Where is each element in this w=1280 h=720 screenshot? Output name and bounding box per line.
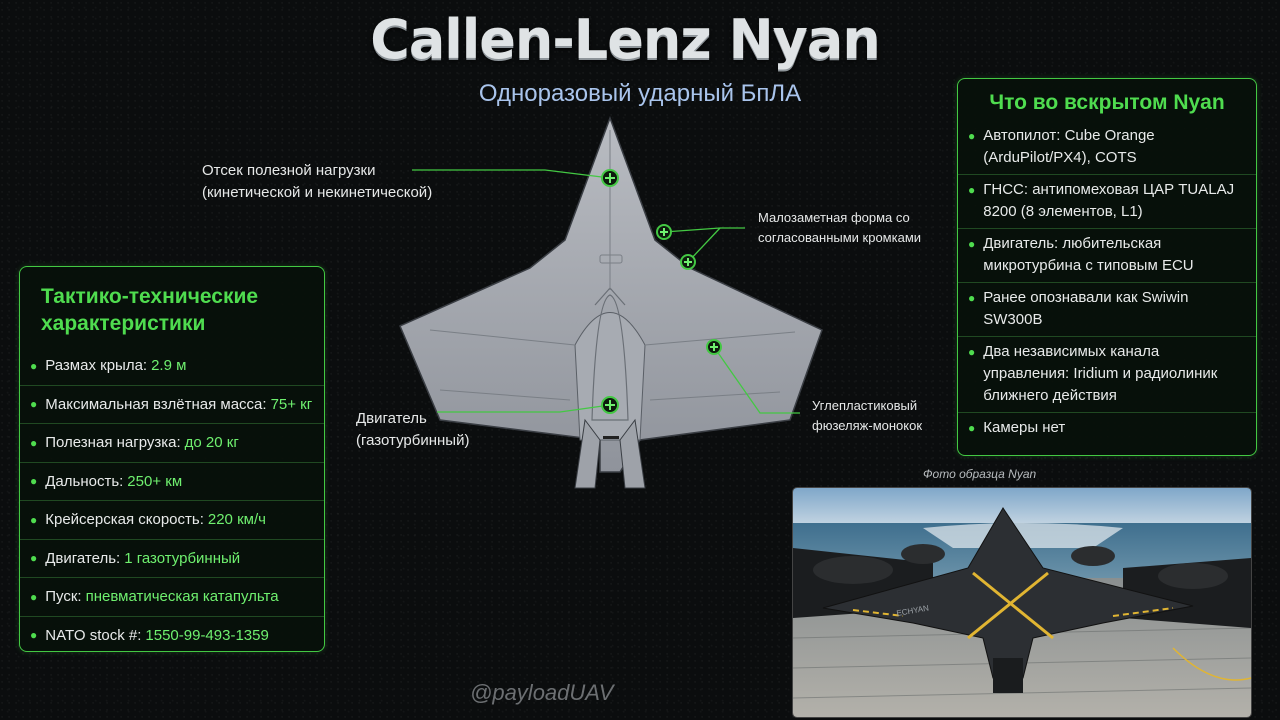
spec-item: ● Размах крыла:2.9 м — [20, 347, 324, 385]
leader-line-stealth — [663, 227, 745, 233]
spec-label: Дальность: — [45, 472, 124, 490]
specs-title: Тактико-технические характеристики — [41, 285, 259, 335]
teardown-list: ● Автопилот: Cube Orange (ArduPilot/PX4),… — [958, 121, 1256, 444]
spec-item: ● Крейсерская скорость:220 км/ч — [20, 500, 324, 539]
callout-fuselage: Углепластиковый фюзеляж-монокок — [812, 398, 923, 433]
bullet-icon: ● — [968, 237, 976, 251]
bullet-icon: ● — [30, 589, 38, 604]
bullet-icon: ● — [968, 183, 976, 197]
bullet-icon: ● — [30, 397, 38, 412]
leader-line-fuselage — [713, 346, 800, 414]
bullet-icon: ● — [30, 474, 38, 489]
spec-label: Пуск: — [45, 588, 82, 606]
spec-value: 250+ км — [127, 472, 183, 490]
bullet-icon: ● — [30, 435, 38, 450]
drone-tail-fin-left — [574, 418, 601, 489]
spec-value: 1 газотурбинный — [124, 549, 241, 567]
spec-value: до 20 кг — [184, 434, 239, 452]
spec-label: Полезная нагрузка: — [45, 434, 181, 452]
bullet-icon: ● — [968, 421, 976, 435]
marker-engine — [601, 396, 619, 414]
spec-item: ● Дальность:250+ км — [20, 461, 324, 501]
page-title: Callen-Lenz Nyan — [370, 8, 881, 71]
specs-panel: Тактико-технические характеристики ● Разм… — [19, 266, 325, 652]
spec-value: 2.9 м — [151, 357, 187, 375]
specs-list: ● Размах крыла:2.9 м ● Максимальная взлётн… — [20, 347, 324, 654]
spec-item: ● Двигатель:1 газотурбинный — [20, 538, 324, 578]
spec-label: Размах крыла: — [45, 357, 148, 375]
drone-tail-fin-right — [619, 418, 646, 489]
spec-label: Максимальная взлётная масса: — [45, 395, 267, 413]
watermark: @payloadUAV — [470, 680, 614, 705]
teardown-text: ГНСС: антипомеховая ЦАР TUALAJ 8200 (8 э… — [983, 181, 1235, 220]
teardown-panel: Что во вскрытом Nyan ● Автопилот: Cube Or… — [957, 78, 1257, 456]
marker-fuselage — [706, 339, 722, 355]
teardown-text: Ранее опознавали как Swiwin SW300B — [983, 289, 1189, 328]
sample-photo: ECHYAN — [792, 487, 1252, 718]
bullet-icon: ● — [30, 358, 38, 373]
teardown-item: ● Два независимых канала управления: Irid… — [958, 336, 1256, 412]
teardown-text: Двигатель: любительская микротурбина с т… — [983, 235, 1194, 274]
spec-item: ● Максимальная взлётная масса:75+ кг — [20, 384, 324, 424]
spec-item: ● NATO stock #:1550-99-493-1359 — [20, 615, 324, 655]
bullet-icon: ● — [30, 551, 38, 566]
drone-illustration — [399, 115, 823, 489]
spec-item: ● Пуск:пневматическая катапульта — [20, 577, 324, 616]
leader-line-engine — [437, 404, 611, 413]
bullet-icon: ● — [968, 345, 976, 359]
teardown-text: Камеры нет — [983, 419, 1066, 436]
teardown-text: Два независимых канала управления: Iridi… — [983, 343, 1218, 404]
marker-payload — [601, 169, 619, 187]
spec-value: 75+ кг — [270, 395, 313, 413]
bullet-icon: ● — [968, 291, 976, 305]
bullet-icon: ● — [30, 628, 38, 643]
page-subtitle: Одноразовый ударный БпЛА — [478, 80, 802, 107]
bullet-icon: ● — [968, 129, 976, 143]
teardown-item: ● ГНСС: антипомеховая ЦАР TUALAJ 8200 (8 … — [958, 174, 1256, 228]
spec-value: 220 км/ч — [207, 511, 266, 529]
spec-item: ● Полезная нагрузка:до 20 кг — [20, 423, 324, 462]
spec-label: NATO stock #: — [45, 626, 142, 644]
spec-label: Крейсерская скорость: — [45, 511, 204, 529]
teardown-item: ● Автопилот: Cube Orange (ArduPilot/PX4),… — [958, 121, 1256, 174]
leader-line-payload — [412, 169, 611, 179]
teardown-text: Автопилот: Cube Orange (ArduPilot/PX4), … — [983, 127, 1155, 166]
photo-caption: Фото образца Nyan — [923, 467, 1037, 481]
teardown-item: ● Ранее опознавали как Swiwin SW300B — [958, 282, 1256, 336]
teardown-item: ● Двигатель: любительская микротурбина с … — [958, 228, 1256, 282]
bullet-icon: ● — [30, 512, 38, 527]
spec-value: 1550-99-493-1359 — [145, 626, 269, 644]
spec-value: пневматическая катапульта — [85, 588, 279, 606]
teardown-title: Что во вскрытом Nyan — [989, 91, 1225, 114]
spec-label: Двигатель: — [45, 549, 121, 567]
callout-stealth-shape: Малозаметная форма со согласованными кро… — [758, 210, 922, 245]
callout-payload-bay: Отсек полезной нагрузки (кинетической и … — [202, 162, 433, 201]
callout-engine: Двигатель (газотурбинный) — [356, 410, 470, 449]
marker-stealth-2 — [680, 254, 696, 270]
teardown-item: ● Камеры нет — [958, 412, 1256, 444]
marker-stealth-1 — [656, 224, 672, 240]
